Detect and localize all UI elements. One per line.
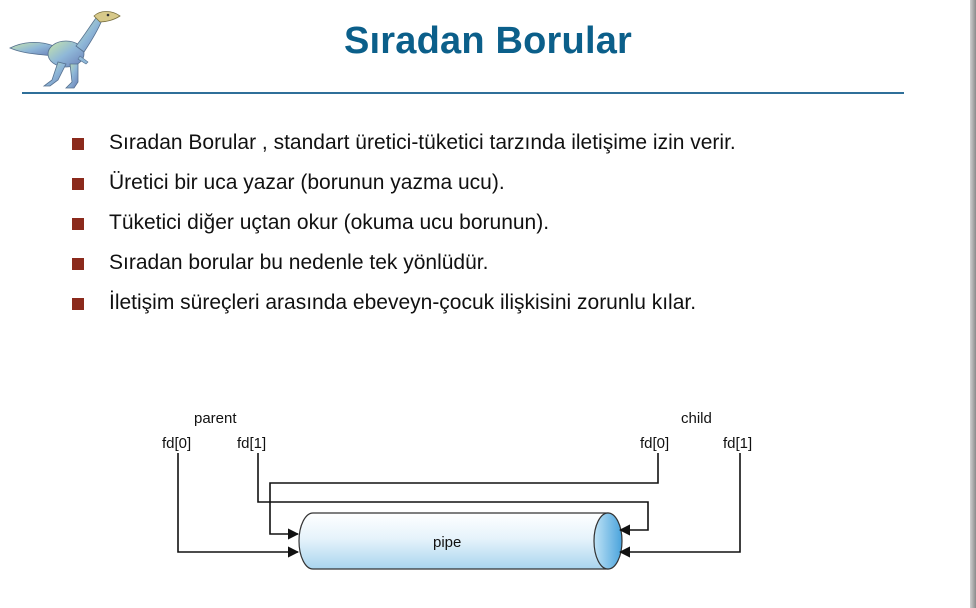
bullet-marker <box>72 138 84 150</box>
bullet-text: Sıradan borular bu nedenle tek yönlüdür. <box>109 251 489 274</box>
bullet-item: Tüketici diğer uçtan okur (okuma ucu bor… <box>72 208 736 248</box>
parent-fd1-arrow <box>257 453 649 536</box>
bullet-marker <box>72 218 84 230</box>
pipe-end-cap <box>593 512 623 570</box>
bullet-item: Sıradan Borular , standart üretici-tüket… <box>72 128 736 168</box>
child-fd1-arrow <box>618 453 741 558</box>
parent-fd1-label: fd[1] <box>237 435 266 452</box>
dinosaur-logo-icon <box>9 11 121 89</box>
parent-fd0-arrow <box>177 453 300 558</box>
bullet-marker <box>72 258 84 270</box>
bullet-list: Sıradan Borular , standart üretici-tüket… <box>72 128 736 328</box>
bullet-text: Üretici bir uca yazar (borunun yazma ucu… <box>109 171 505 194</box>
window-edge <box>970 0 976 608</box>
pipe-label: pipe <box>433 534 461 551</box>
bullet-item: Üretici bir uca yazar (borunun yazma ucu… <box>72 168 736 208</box>
child-fd1-label: fd[1] <box>723 435 752 452</box>
bullet-item: İletişim süreçleri arasında ebeveyn-çocu… <box>72 288 736 328</box>
bullet-item: Sıradan borular bu nedenle tek yönlüdür. <box>72 248 736 288</box>
bullet-text: Sıradan Borular , standart üretici-tüket… <box>109 131 736 154</box>
title-divider <box>22 92 904 94</box>
slide-title: Sıradan Borular <box>343 20 633 62</box>
bullet-text: İletişim süreçleri arasında ebeveyn-çocu… <box>109 291 697 314</box>
child-label: child <box>681 410 712 427</box>
bullet-text: Tüketici diğer uçtan okur (okuma ucu bor… <box>109 211 550 234</box>
pipe-body <box>298 512 609 570</box>
pipe-diagram: parent fd[0] fd[1] child fd[0] fd[1] pip… <box>162 410 752 570</box>
child-fd0-label: fd[0] <box>640 435 669 452</box>
parent-fd0-label: fd[0] <box>162 435 191 452</box>
parent-label: parent <box>194 410 237 427</box>
bullet-marker <box>72 178 84 190</box>
child-fd0-arrow <box>269 453 659 540</box>
bullet-marker <box>72 298 84 310</box>
